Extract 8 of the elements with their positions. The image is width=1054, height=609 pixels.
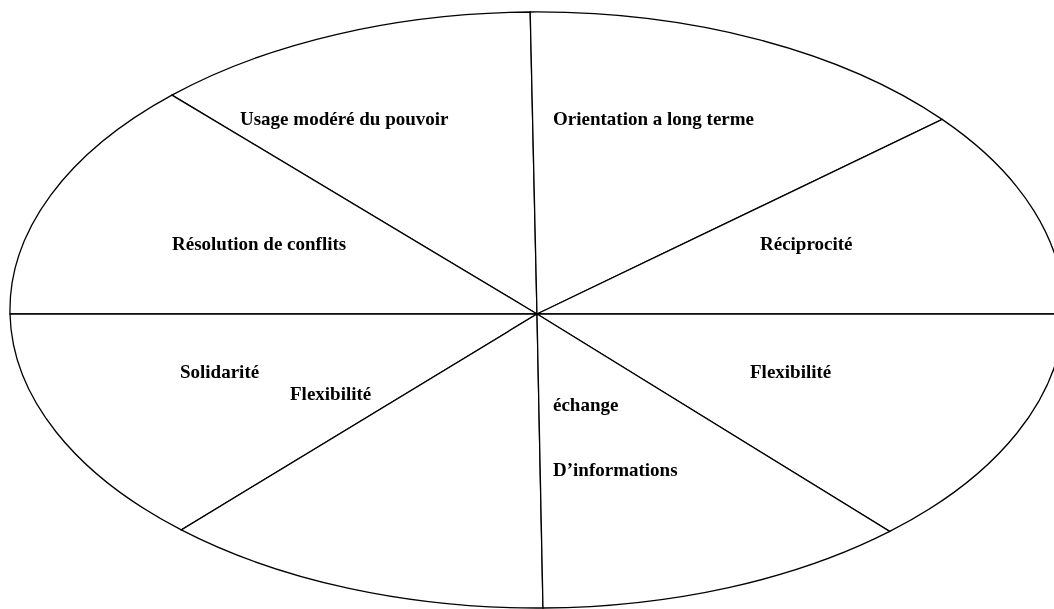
sector-label: Résolution de conflits	[172, 233, 347, 255]
sector-label: Flexibilité	[750, 361, 832, 383]
sector-label: échange D’informations	[553, 372, 683, 502]
sector-label: Solidarité	[180, 361, 260, 383]
sector-label: Réciprocité	[760, 233, 853, 255]
sector-label: Orientation a long terme	[553, 108, 755, 130]
sector-label: Usage modéré du pouvoir	[240, 108, 449, 130]
sector-label: Flexibilité	[290, 383, 372, 405]
